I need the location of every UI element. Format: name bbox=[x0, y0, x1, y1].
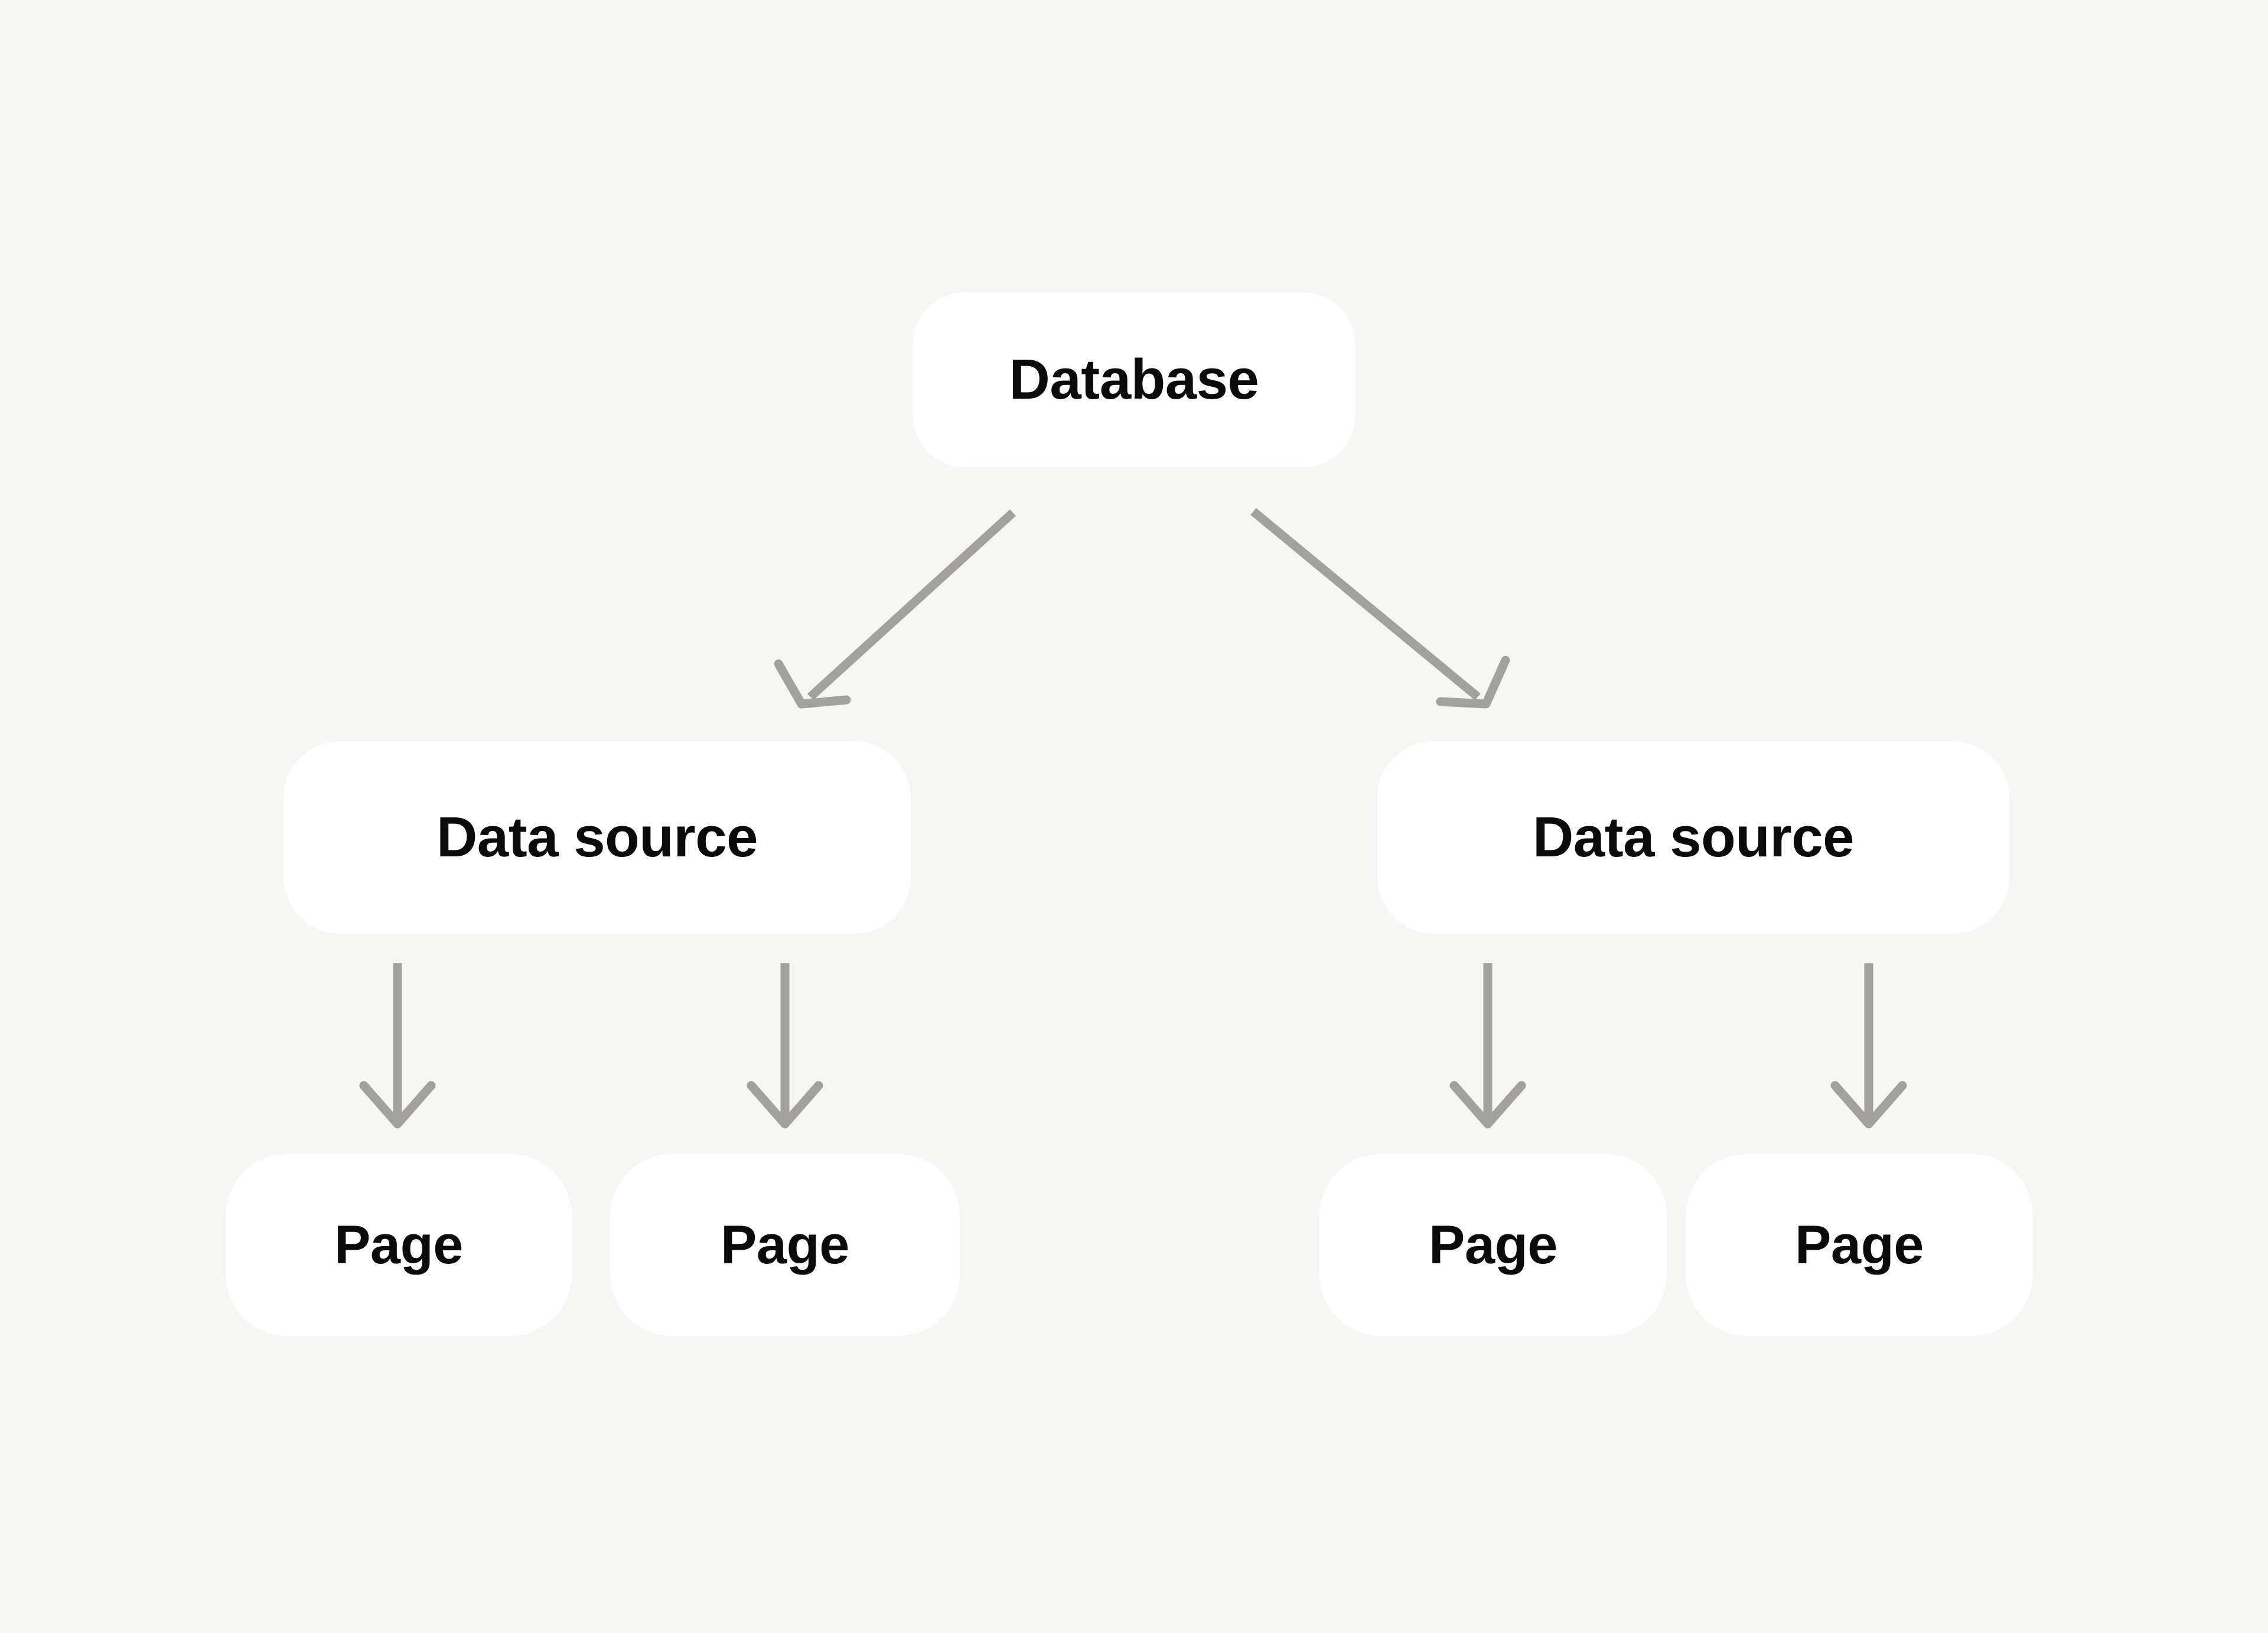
node-page-3[interactable]: Page bbox=[1319, 1154, 1667, 1336]
node-page-4-label: Page bbox=[1795, 1214, 1924, 1275]
node-data-source-right[interactable]: Data source bbox=[1377, 741, 2009, 934]
node-page-4[interactable]: Page bbox=[1686, 1154, 2033, 1336]
node-page-2-label: Page bbox=[721, 1214, 849, 1275]
node-page-1[interactable]: Page bbox=[226, 1154, 572, 1336]
node-database-label: Database bbox=[1009, 348, 1259, 411]
edge-datasource-left-to-page-2 bbox=[747, 963, 823, 1129]
node-page-3-label: Page bbox=[1429, 1214, 1557, 1275]
node-data-source-left-label: Data source bbox=[436, 806, 758, 869]
edge-datasource-right-to-page-3 bbox=[1449, 963, 1526, 1129]
node-page-1-label: Page bbox=[334, 1214, 463, 1275]
node-page-2[interactable]: Page bbox=[610, 1154, 960, 1336]
edge-datasource-right-to-page-4 bbox=[1830, 963, 1907, 1129]
edge-database-to-datasource-right bbox=[1250, 508, 1510, 709]
node-database[interactable]: Database bbox=[913, 292, 1355, 467]
node-data-source-left[interactable]: Data source bbox=[284, 741, 911, 934]
node-data-source-right-label: Data source bbox=[1532, 806, 1855, 869]
edge-database-to-datasource-left bbox=[774, 509, 1016, 709]
edge-datasource-left-to-page-1 bbox=[359, 963, 436, 1129]
